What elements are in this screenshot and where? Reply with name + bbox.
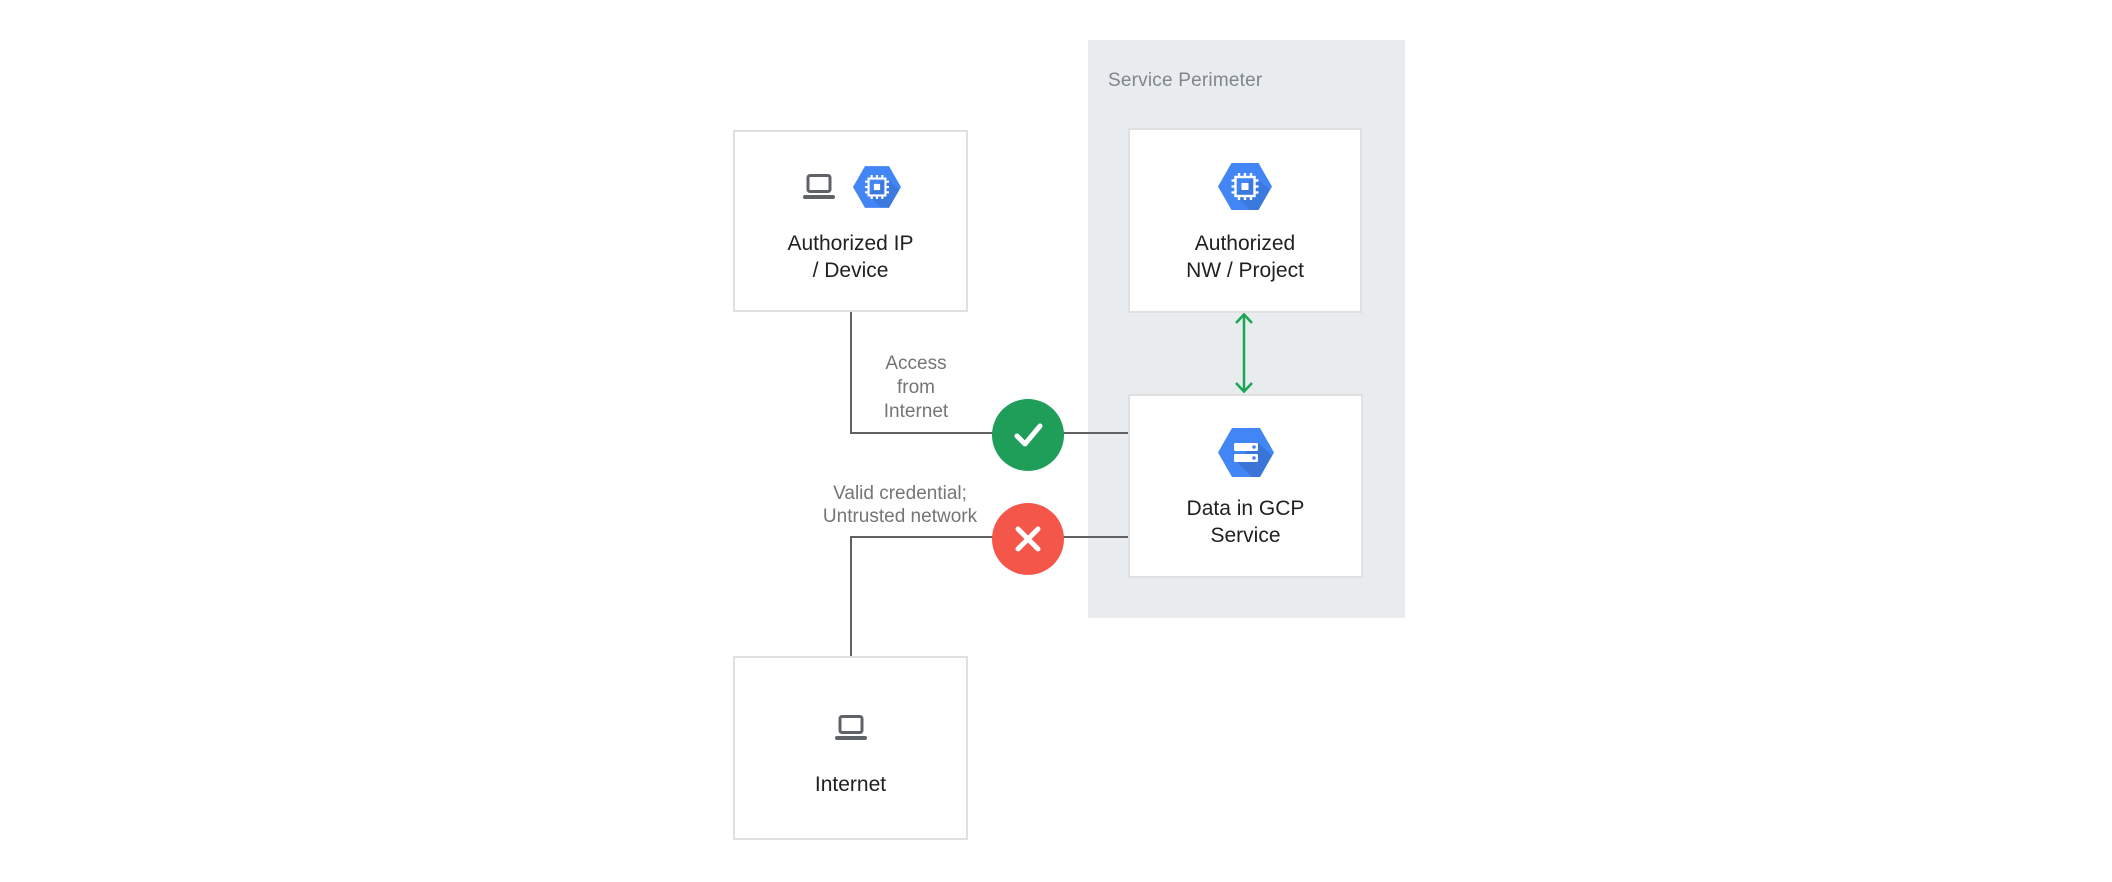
connector-access-vertical-line <box>850 312 852 433</box>
node-icon-row <box>1218 158 1272 216</box>
node-label: Data in GCP Service <box>1187 495 1305 549</box>
node-icon-row <box>1217 423 1274 481</box>
compute-engine-hexagon-icon <box>1218 163 1272 210</box>
node-label-line1: Internet <box>814 772 887 796</box>
status-denied-circle <box>992 503 1064 575</box>
node-label-line1: Authorized <box>1194 231 1296 255</box>
node-label-line2: / Device <box>812 259 889 282</box>
access-from-internet-label: Access from Internet <box>851 352 981 424</box>
laptop-icon <box>802 174 835 199</box>
node-label-line2: NW / Project <box>1186 258 1304 282</box>
connector-untrusted-vertical-line <box>850 536 852 657</box>
edge-label-line: Internet <box>883 401 949 422</box>
node-label: Internet <box>815 771 886 798</box>
connector-access-horizontal-line <box>850 432 1128 434</box>
node-label-line2: Service <box>1210 524 1281 547</box>
check-icon <box>1014 423 1043 447</box>
node-authorized-ip-device: Authorized IP / Device <box>733 130 968 312</box>
node-internet: Internet <box>733 656 968 840</box>
edge-label-line: Valid credential; <box>833 483 967 504</box>
edge-label-line: from <box>897 377 935 398</box>
node-label-line1: Data in GCP <box>1186 497 1305 520</box>
service-perimeter-title: Service Perimeter <box>1108 70 1263 91</box>
storage-hexagon-icon <box>1217 427 1274 477</box>
edge-label-line: Access <box>885 353 947 374</box>
laptop-icon <box>834 714 867 740</box>
node-label: Authorized IP / Device <box>787 230 913 284</box>
cross-icon <box>1015 526 1041 552</box>
node-data-in-gcp-service: Data in GCP Service <box>1128 394 1363 578</box>
compute-engine-hexagon-icon <box>852 166 901 208</box>
node-authorized-nw-project: Authorized NW / Project <box>1128 128 1362 313</box>
node-label: Authorized NW / Project <box>1186 230 1304 284</box>
node-icon-row <box>801 158 901 216</box>
node-icon-row <box>833 699 869 757</box>
double-arrow-icon <box>1235 312 1253 394</box>
node-label-line1: Authorized IP <box>787 232 914 255</box>
valid-credential-untrusted-network-label: Valid credential; Untrusted network <box>790 482 1010 528</box>
status-allowed-circle <box>992 399 1064 471</box>
edge-label-line: Untrusted network <box>822 506 978 527</box>
connector-untrusted-horizontal-line <box>850 536 1128 538</box>
